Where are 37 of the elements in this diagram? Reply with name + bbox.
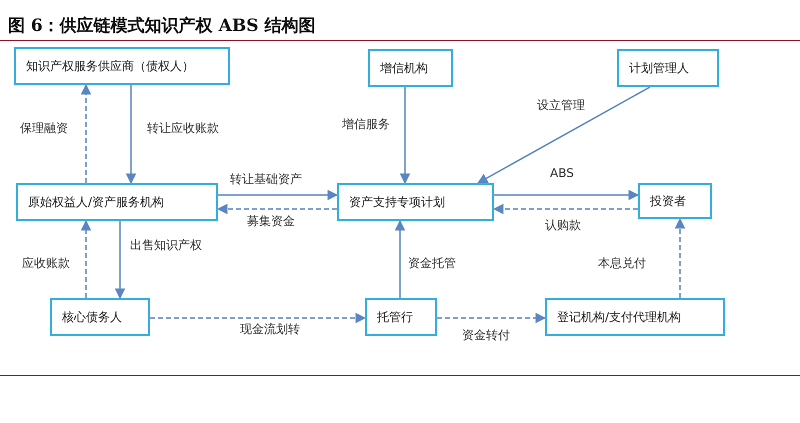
dashed-arrow <box>80 84 92 183</box>
arrow <box>494 190 640 200</box>
entity-box: 投资者 <box>638 183 712 219</box>
arrow <box>394 220 406 298</box>
arrow <box>114 221 126 300</box>
edge-label: 出售知识产权 <box>128 238 204 253</box>
dashed-arrow <box>437 312 546 324</box>
arrow <box>400 87 410 184</box>
edge-label: 保理融资 <box>18 121 70 136</box>
dashed-arrow <box>150 312 366 324</box>
edge-label: 资金托管 <box>406 256 458 271</box>
entity-box: 核心债务人 <box>50 298 150 336</box>
edge-label: 转让基础资产 <box>228 172 304 187</box>
edge-label: 现金流划转 <box>238 322 302 337</box>
entity-box: 知识产权服务供应商（债权人） <box>14 47 230 85</box>
edge-label: 募集资金 <box>245 214 297 229</box>
entity-box: 增信机构 <box>368 49 453 87</box>
entity-box: 资产支持专项计划 <box>337 183 494 221</box>
arrow <box>126 85 136 184</box>
edge-label: 转让应收账款 <box>145 121 221 136</box>
dashed-arrow <box>492 204 638 214</box>
figure-title: 图 6：供应链模式知识产权 ABS 结构图 <box>8 15 316 37</box>
edge-label: 认购款 <box>543 218 583 233</box>
arrow <box>477 86 650 184</box>
arrow <box>218 190 338 200</box>
entity-box: 托管行 <box>365 298 437 336</box>
edge-label: 应收账款 <box>20 256 72 271</box>
dashed-arrow <box>216 204 337 214</box>
edge-label: 资金转付 <box>460 328 512 343</box>
edge-label: 增信服务 <box>340 117 392 132</box>
entity-box: 原始权益人/资产服务机构 <box>16 183 218 221</box>
entity-box: 登记机构/支付代理机构 <box>545 298 725 336</box>
entity-box: 计划管理人 <box>617 49 719 87</box>
dashed-arrow <box>674 218 686 298</box>
dashed-arrow <box>80 220 92 298</box>
edge-label: 本息兑付 <box>596 256 648 271</box>
edge-label: 设立管理 <box>535 98 587 113</box>
